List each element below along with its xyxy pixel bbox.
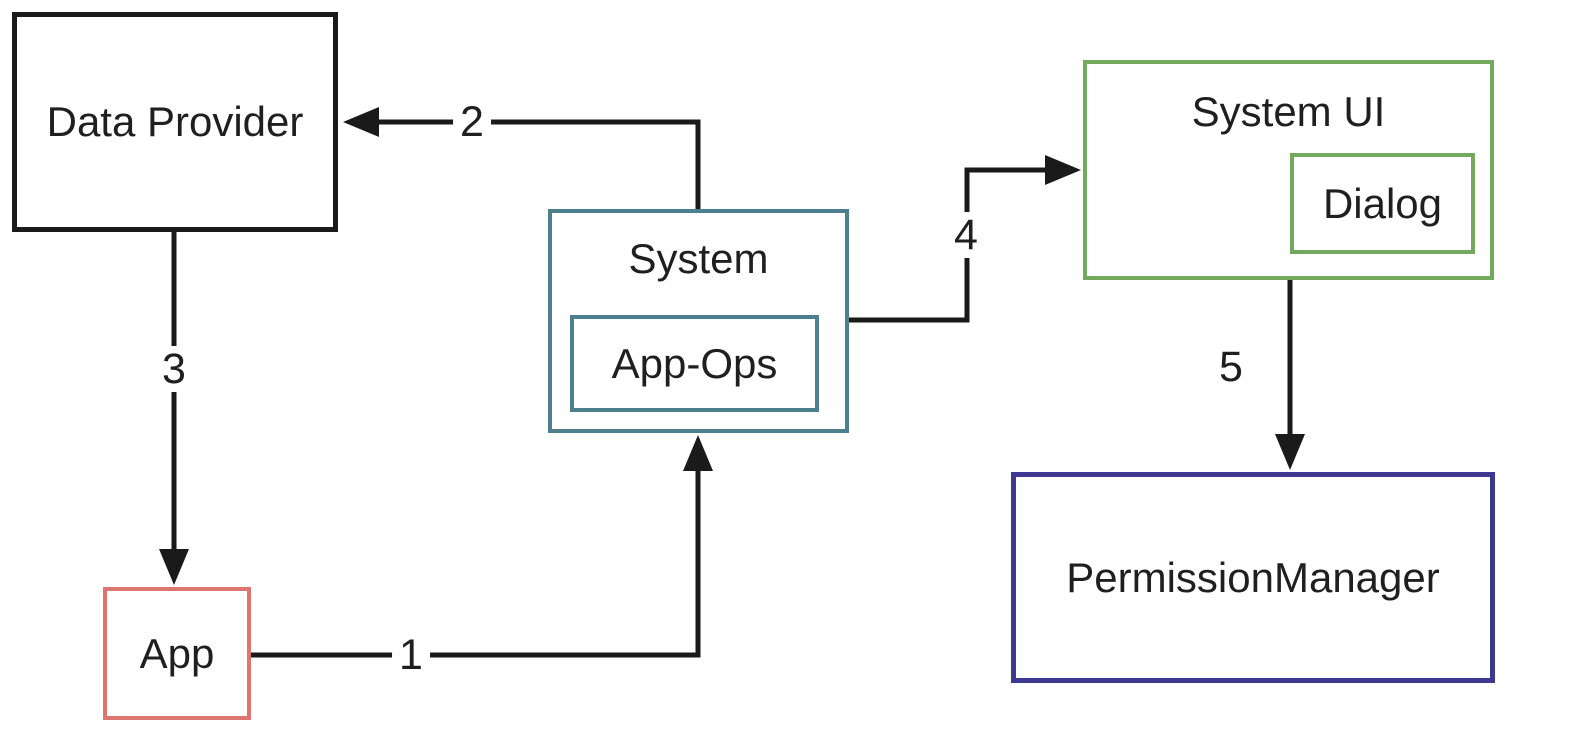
arrow-3-label: 3 xyxy=(155,346,193,392)
arrowhead-down-icon xyxy=(1275,434,1305,470)
node-dialog: Dialog xyxy=(1290,153,1475,254)
node-app-ops: App-Ops xyxy=(570,315,819,412)
arrowhead-down-icon xyxy=(159,549,189,585)
node-app-ops-label: App-Ops xyxy=(611,339,778,387)
node-data-provider-label: Data Provider xyxy=(46,98,304,145)
node-permission-manager: PermissionManager xyxy=(1011,472,1495,683)
arrow-2-line xyxy=(376,119,701,209)
node-system-ui-label: System UI xyxy=(1191,88,1386,135)
arrowhead-up-icon xyxy=(683,435,713,471)
node-app: App xyxy=(103,587,251,720)
arrow-1-line xyxy=(250,468,701,658)
node-app-label: App xyxy=(139,629,215,677)
arrow-1-label: 1 xyxy=(392,632,430,678)
arrow-4-label: 4 xyxy=(947,212,985,258)
arrowhead-left-icon xyxy=(343,107,379,137)
node-system-label: System xyxy=(628,235,769,282)
arrowhead-right-icon xyxy=(1045,155,1081,185)
arrow-5-label: 5 xyxy=(1219,343,1243,391)
node-dialog-label: Dialog xyxy=(1322,179,1443,227)
node-data-provider: Data Provider xyxy=(12,12,338,232)
node-permission-manager-label: PermissionManager xyxy=(1066,553,1440,601)
arrow-2-label: 2 xyxy=(453,99,491,145)
